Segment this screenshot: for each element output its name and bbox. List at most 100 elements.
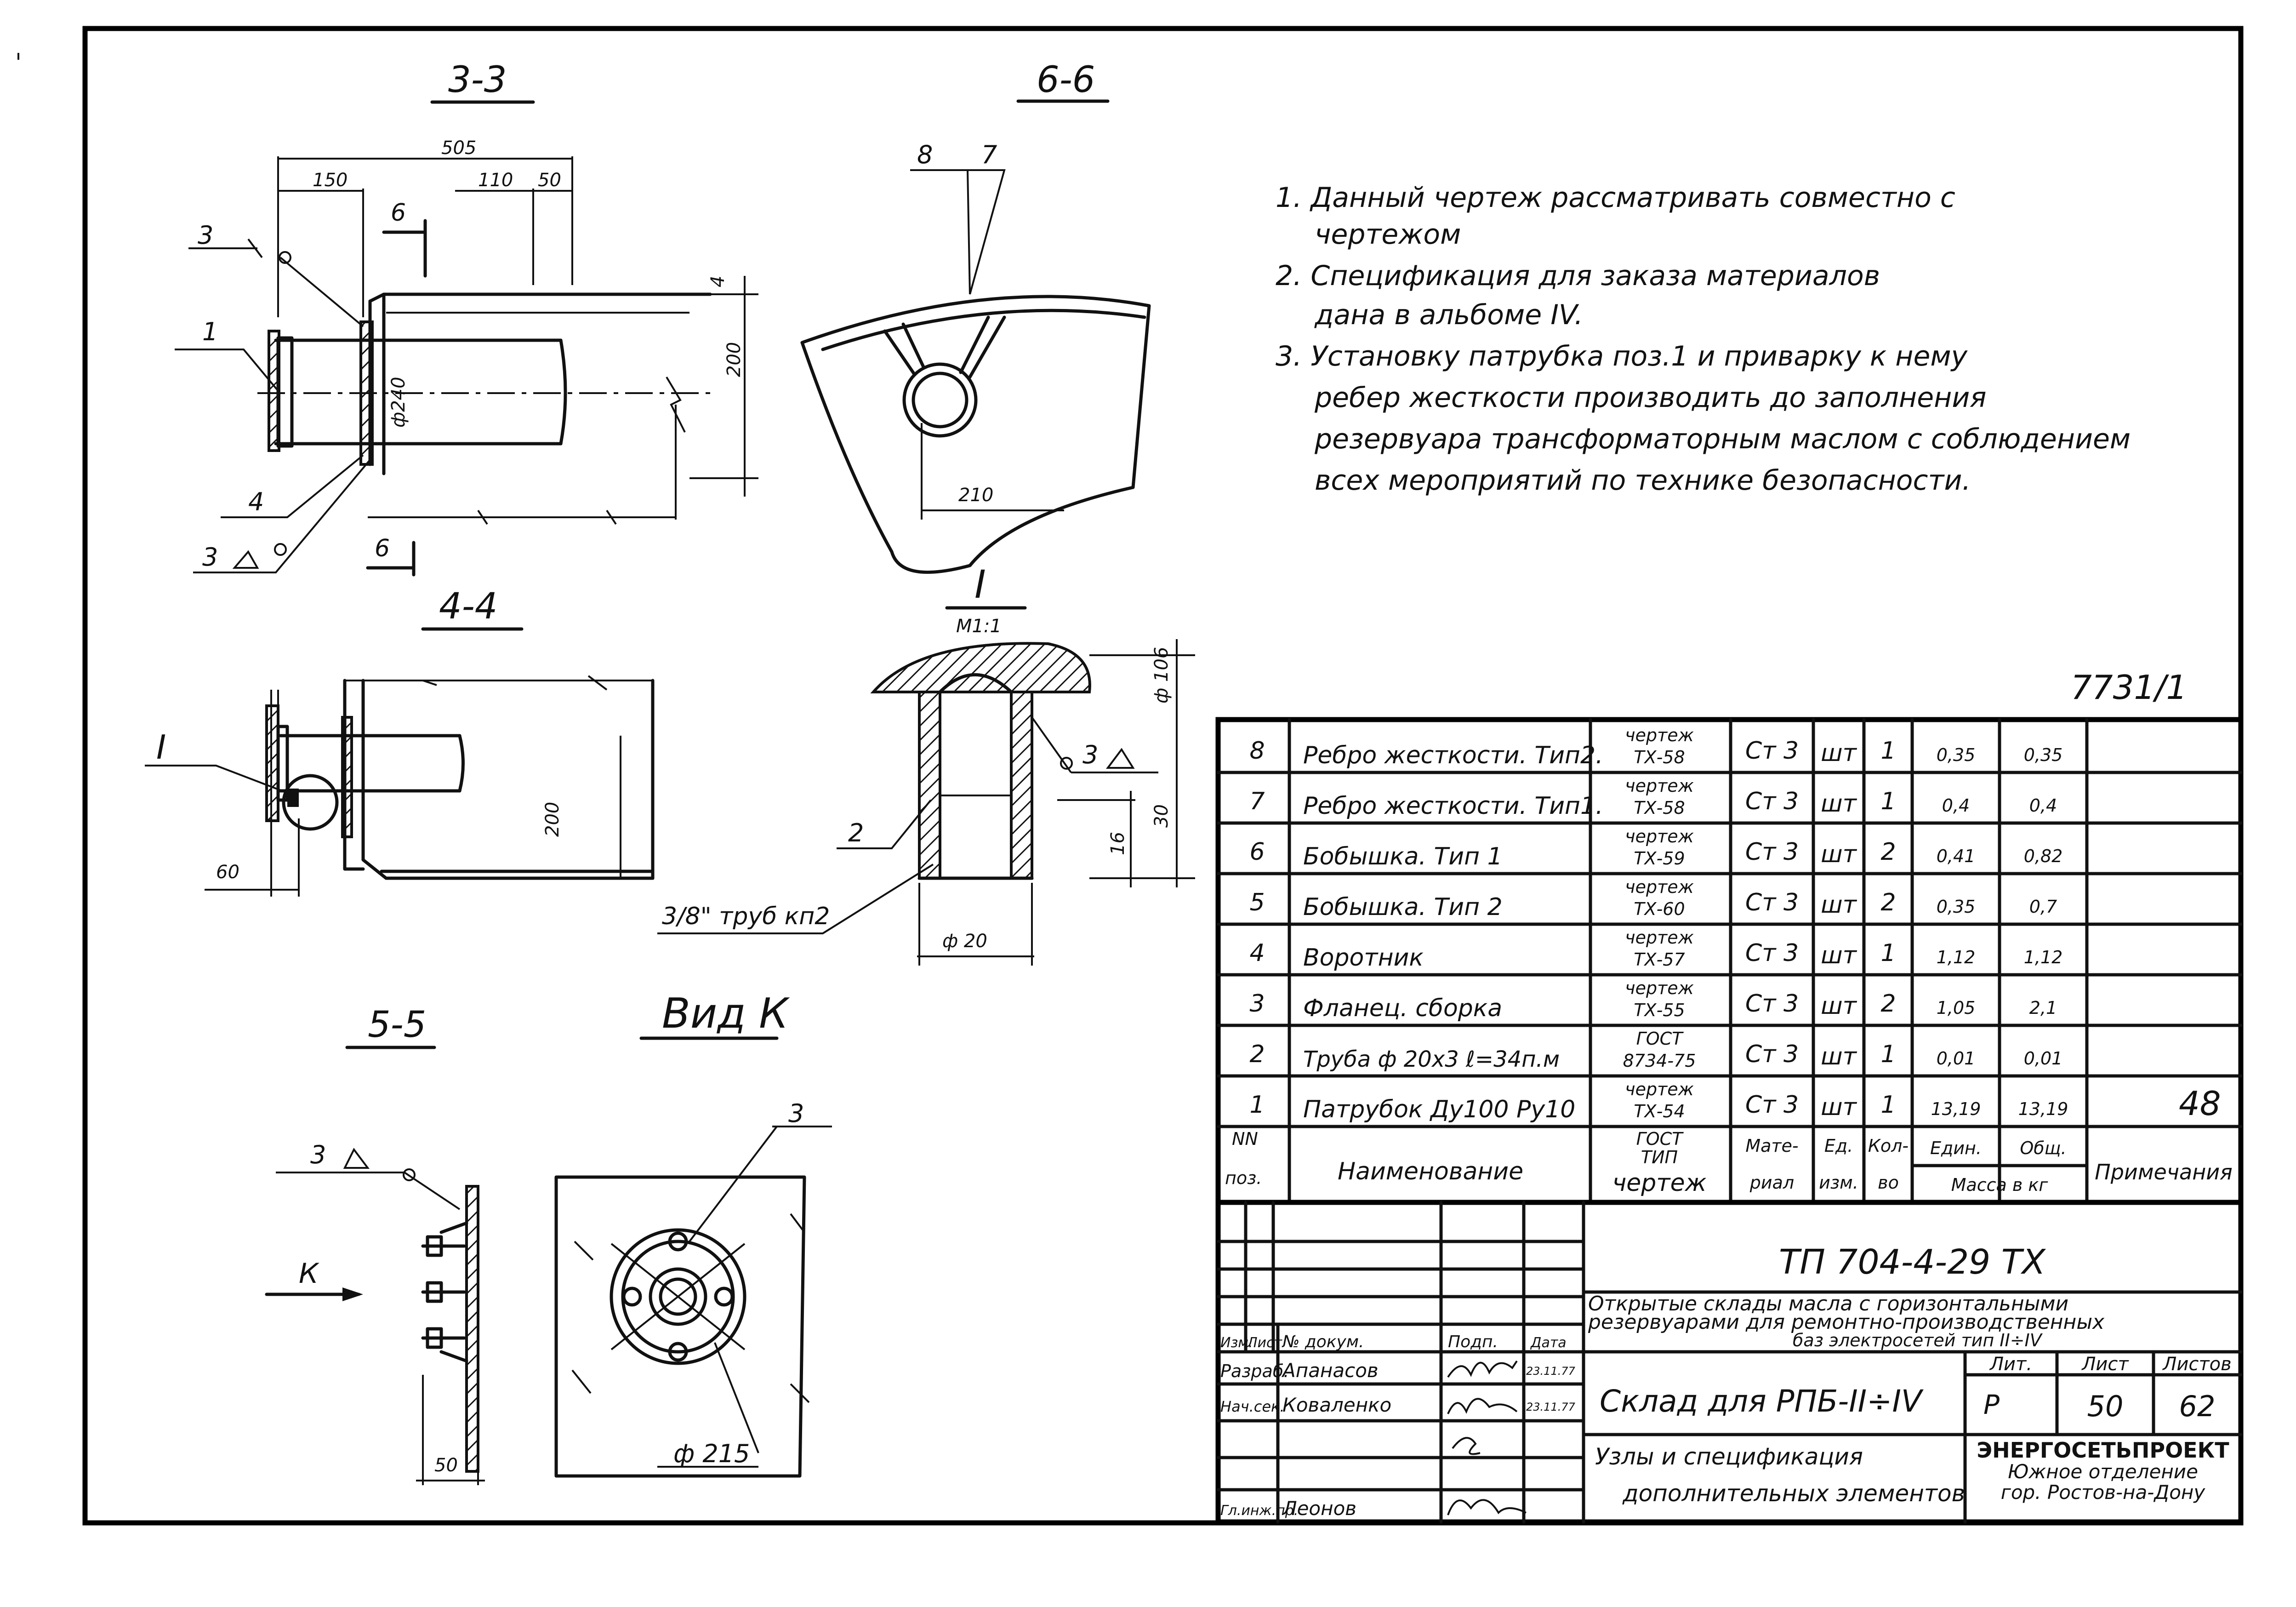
spec-cell-name: Ребро жесткости. Тип1. <box>1303 792 1603 820</box>
spec-cell-name: Патрубок Ду100 Ру10 <box>1303 1096 1575 1123</box>
s33-weld-3: 3 <box>202 543 218 572</box>
spec-cell-unit: шт <box>1821 1093 1857 1121</box>
spec-cell-pos: 6 <box>1249 838 1265 866</box>
spec-cell-mass-total: 0,4 <box>2029 795 2057 816</box>
lit-value: Р <box>1983 1389 2000 1420</box>
col-doc: № докум. <box>1282 1332 1364 1351</box>
spec-cell-material: Ст 3 <box>1745 1041 1799 1068</box>
col-date: Дата <box>1530 1335 1567 1351</box>
spec-header-qty: Кол- <box>1868 1136 1909 1156</box>
spec-cell-material: Ст 3 <box>1745 838 1799 866</box>
section-4-4-title: 4-4 <box>439 586 497 627</box>
col-list: Лист <box>1247 1335 1283 1351</box>
spec-header-notes: Примечания <box>2095 1160 2233 1184</box>
spec-cell-name: Бобышка. Тип 1 <box>1303 843 1503 870</box>
dim-4: 4 <box>707 276 729 287</box>
spec-cell-doc-num: ТХ-60 <box>1634 899 1685 919</box>
spec-row-5: 5 Бобышка. Тип 2 чертеж ТХ-60 Ст 3 шт 2 … <box>1249 877 2057 921</box>
project-desc-1: Открытые склады масла с горизонтальными <box>1588 1292 2068 1315</box>
spec-cell-doc-num: ТХ-55 <box>1634 1000 1685 1020</box>
dim-505: 505 <box>441 137 476 159</box>
spec-cell-material: Ст 3 <box>1745 939 1799 967</box>
view-K: Вид К 3 ф 215 <box>554 989 832 1478</box>
s44-callout-I: I <box>156 728 166 766</box>
spec-cell-mass-total: 1,12 <box>2024 947 2063 967</box>
spec-row-7: 7 Ребро жесткости. Тип1. чертеж ТХ-58 Ст… <box>1249 776 2057 820</box>
sheet-value: 50 <box>2087 1390 2124 1423</box>
project-desc-2: резервуарами для ремонтно-производственн… <box>1588 1310 2105 1334</box>
spec-cell-unit: шт <box>1821 790 1857 818</box>
sheet-name: Склад для РПБ-II÷IV <box>1600 1384 1924 1419</box>
subtitle-1: Узлы и спецификация <box>1595 1443 1863 1470</box>
org-department: Южное отделение <box>2008 1460 2198 1483</box>
spec-cell-doc-num: ТХ-58 <box>1634 747 1685 767</box>
sheet-label: Лист <box>2081 1354 2129 1375</box>
spec-cell-qty: 2 <box>1880 889 1896 916</box>
spec-header-mass: Масса в кг <box>1951 1175 2049 1195</box>
title-block: ТП 704-4-29 ТХ Открытые склады масла с г… <box>1215 1200 2244 1525</box>
cut-6-top-label: 6 <box>391 199 406 227</box>
dim-50-5-5: 50 <box>434 1455 458 1476</box>
role-developer: Разраб. <box>1220 1361 1289 1381</box>
spec-header-gost: ГОСТ <box>1636 1129 1684 1149</box>
spec-row-4: 4 Воротник чертеж ТХ-57 Ст 3 шт 1 1,12 1… <box>1249 927 2062 972</box>
spec-cell-name: Воротник <box>1303 944 1424 972</box>
spec-cell-mass-unit: 0,41 <box>1937 846 1976 866</box>
spec-header-material: Мате- <box>1745 1136 1798 1156</box>
spec-cell-pos: 1 <box>1249 1091 1265 1119</box>
spec-cell-qty: 1 <box>1880 939 1896 967</box>
org-city: гор. Ростов-на-Дону <box>2001 1481 2206 1504</box>
dim-150: 150 <box>313 170 348 191</box>
arrow-K-label: К <box>299 1258 319 1290</box>
spec-header-mass-unit: Един. <box>1930 1138 1982 1158</box>
spec-cell-doc: чертеж <box>1625 776 1694 796</box>
spec-cell-doc: чертеж <box>1625 927 1694 948</box>
spec-cell-qty: 1 <box>1880 737 1896 765</box>
lit-label: Лит. <box>1989 1354 2032 1375</box>
spec-cell-mass-unit: 1,05 <box>1937 998 1976 1018</box>
spec-cell-unit: шт <box>1821 942 1857 969</box>
spec-header-drawing: чертеж <box>1612 1169 1707 1197</box>
spec-cell-name: Ребро жесткости. Тип2. <box>1303 742 1603 769</box>
spec-header-mass-total: Общ. <box>2020 1138 2066 1158</box>
spec-row-1: 1 Патрубок Ду100 Ру10 чертеж ТХ-54 Ст 3 … <box>1249 1079 2068 1123</box>
section-6-6: 6-6 8 7 210 <box>800 59 1151 574</box>
spec-cell-mass-unit: 0,01 <box>1937 1048 1976 1069</box>
s55-weld-3: 3 <box>310 1140 326 1169</box>
spec-cell-doc-num: 8734-75 <box>1623 1051 1696 1071</box>
spec-cell-mass-unit: 1,12 <box>1937 947 1976 967</box>
spec-header-unit-2: изм. <box>1819 1172 1858 1193</box>
spec-cell-mass-unit: 0,35 <box>1937 897 1976 917</box>
spec-cell-mass-total: 0,82 <box>2024 846 2063 866</box>
section-5-5: 5-5 3 50 К <box>265 1004 485 1485</box>
spec-cell-mass-total: 2,1 <box>2029 998 2057 1018</box>
s33-pos-3: 3 <box>198 221 213 250</box>
spec-cell-mass-total: 0,35 <box>2024 745 2063 765</box>
dim-50: 50 <box>538 170 561 191</box>
sheet-reference: 7731/1 <box>2071 668 2187 707</box>
spec-row-3: 3 Фланец. сборка чертеж ТХ-55 Ст 3 шт 2 … <box>1249 978 2057 1022</box>
dim-60: 60 <box>216 862 239 883</box>
spec-cell-pos: 2 <box>1249 1041 1265 1068</box>
general-notes: 1. Данный чертеж рассматривать совместно… <box>1276 182 2131 497</box>
spec-cell-material: Ст 3 <box>1745 737 1799 765</box>
spec-cell-doc: чертеж <box>1625 725 1694 745</box>
sheets-value: 62 <box>2179 1390 2216 1423</box>
section-6-6-title: 6-6 <box>1037 59 1095 101</box>
spec-cell-doc: чертеж <box>1625 877 1694 897</box>
name-chief-engineer: Леонов <box>1282 1497 1356 1520</box>
spec-cell-doc: чертеж <box>1625 826 1694 846</box>
spec-cell-unit: шт <box>1821 1043 1857 1070</box>
s33-pos-1: 1 <box>202 317 218 346</box>
spec-cell-qty: 1 <box>1880 788 1896 815</box>
s66-pos-8: 8 <box>917 140 933 169</box>
role-chief-engineer: Гл.инж.пр. <box>1220 1503 1298 1519</box>
spec-cell-pos: 7 <box>1249 788 1265 815</box>
dim-phi20: ф 20 <box>942 931 987 952</box>
spec-cell-mass-unit: 13,19 <box>1931 1099 1981 1119</box>
spec-cell-pos: 3 <box>1249 990 1265 1018</box>
signature-developer <box>1447 1360 1518 1378</box>
pipe-note: 3/8" труб кп2 <box>662 903 830 930</box>
spec-header-type: ТИП <box>1641 1147 1678 1167</box>
